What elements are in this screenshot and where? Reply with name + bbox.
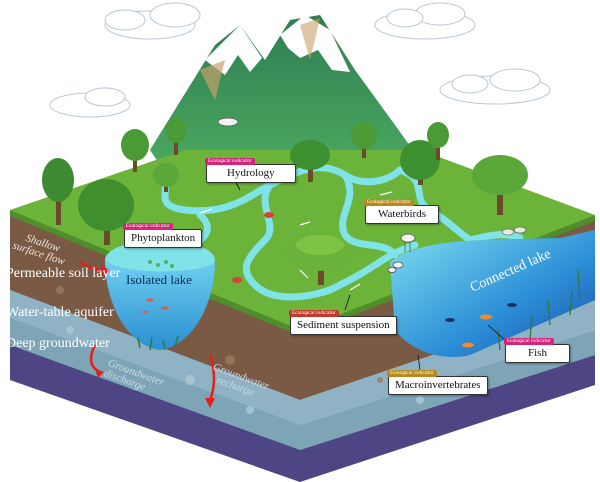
isolated-lake-label: Isolated lake: [126, 272, 193, 287]
waterbirds-label: Waterbirds: [378, 208, 426, 220]
waterbirds-indicator: Ecological indicator Waterbirds: [364, 199, 439, 224]
waterbird-icon: [217, 117, 416, 273]
cloud-icon: [104, 2, 201, 40]
sediment-suspension-label: Sediment suspension: [297, 319, 390, 331]
sediment-suspension-indicator: Ecological indicator Sediment suspension: [289, 310, 397, 335]
macroinvertebrates-label: Macroinvertebrates: [395, 379, 481, 391]
macroinvertebrates-indicator: Ecological indicator Macroinvertebrates: [387, 370, 488, 395]
aquatic-plants: [497, 269, 581, 351]
ecological-indicator-tag: Ecological indicator: [387, 370, 437, 377]
tree-icon: [290, 140, 330, 182]
tree-icon: [166, 117, 186, 155]
permeable-soil-layer-label: Permeable soil layer: [6, 266, 121, 281]
water-table-aquifer-label: Water-table aquifer: [6, 305, 114, 320]
tree-icon: [285, 235, 355, 285]
ecological-indicator-tag: Ecological indicator: [123, 223, 173, 230]
cloud-icon: [49, 87, 131, 118]
phytoplankton-label: Phytoplankton: [131, 232, 196, 244]
mountain: [150, 15, 420, 165]
isolated-lake: [105, 240, 215, 351]
ecological-indicator-tag: Ecological indicator: [364, 199, 414, 206]
fish-icon: [445, 303, 517, 348]
ecological-indicator-tag: Ecological indicator: [504, 338, 554, 345]
cloud-icon: [374, 2, 476, 40]
tree-icon: [427, 122, 449, 160]
tree-icon: [400, 140, 440, 185]
tree-icon: [351, 121, 377, 158]
hydrology-label: Hydrology: [227, 167, 275, 179]
cloud-icon: [439, 68, 551, 105]
tree-icon: [121, 129, 149, 172]
tree-icon: [42, 158, 74, 225]
red-fish-icon: [232, 212, 274, 283]
ecological-indicator-tag: Ecological indicator: [205, 158, 255, 165]
ecological-indicator-tag: Ecological indicator: [289, 310, 339, 317]
heron-icon: [501, 226, 527, 236]
connected-lake: [390, 230, 595, 358]
phytoplankton-indicator: Ecological indicator Phytoplankton: [123, 223, 203, 248]
hydrology-indicator: Ecological indicator Hydrology: [205, 158, 296, 183]
fish-label: Fish: [528, 347, 547, 359]
deep-groundwater-label: Deep groundwater: [6, 336, 110, 351]
tree-icon: [153, 163, 179, 192]
tree-icon: [472, 155, 528, 215]
fish-indicator: Ecological indicator Fish: [504, 338, 570, 363]
tree-icon: [78, 179, 134, 245]
